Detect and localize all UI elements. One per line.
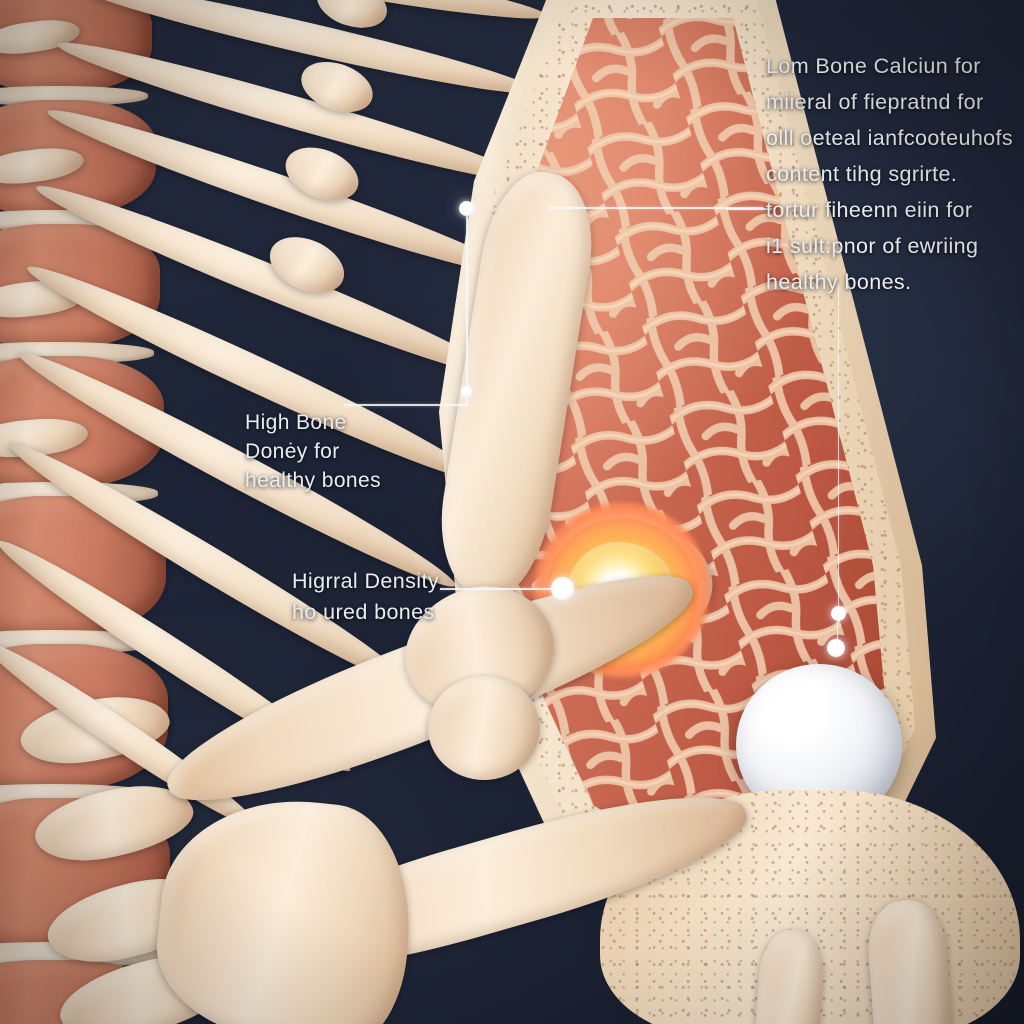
- callout-line: healthy bones: [245, 469, 381, 492]
- leader-line-mineral-density: [440, 588, 556, 590]
- high-bone-density-callout: High Bone Donėy for healthy bones: [245, 408, 445, 495]
- callout-line: ho ured bones: [292, 600, 435, 624]
- leader-line-low-calcium: [548, 207, 763, 209]
- callout-line: Donėy for: [245, 440, 340, 463]
- callout-line: Higrral Density: [292, 569, 439, 593]
- marrow-upper-marker[interactable]: [831, 606, 846, 621]
- callout-line: healthy bones.: [766, 270, 912, 294]
- leader-line-high-density-horizontal: [344, 404, 468, 406]
- callout-line: High Bone: [245, 411, 347, 434]
- ilium-wing: [148, 787, 422, 1024]
- callout-line: content tihg sgrirtе.: [766, 162, 958, 186]
- leader-line-high-density-elbow: [466, 392, 468, 406]
- callout-line: tortur fiheenn eiin for: [766, 198, 973, 222]
- leader-line-marrow-short: [837, 620, 839, 642]
- bone-shaft-marker[interactable]: [461, 386, 472, 397]
- rib-trabecular-marker[interactable]: [459, 201, 474, 216]
- leader-line-low-calcium-stub: [726, 208, 772, 210]
- mineral-density-callout: Higrral Density ho ured bones: [292, 566, 512, 628]
- leader-line-high-density-vertical: [466, 214, 468, 396]
- callout-line: olll oeteal ianfcooteuhofs: [766, 126, 1014, 150]
- low-bone-calcium-callout: Lom Bone Calciun for miieral of fiepratn…: [766, 48, 1016, 300]
- marrow-lower-marker[interactable]: [827, 639, 845, 657]
- callout-line: Lom Bone Calciun for: [766, 54, 981, 78]
- callout-line: i1 sult:pnor of ewriing: [766, 234, 979, 258]
- callout-line: miieral of fiepratnd for: [766, 90, 984, 114]
- hotspot-marker[interactable]: [551, 577, 574, 600]
- leader-line-marrow-vertical: [838, 283, 840, 615]
- femoral-head-ball: [428, 676, 540, 780]
